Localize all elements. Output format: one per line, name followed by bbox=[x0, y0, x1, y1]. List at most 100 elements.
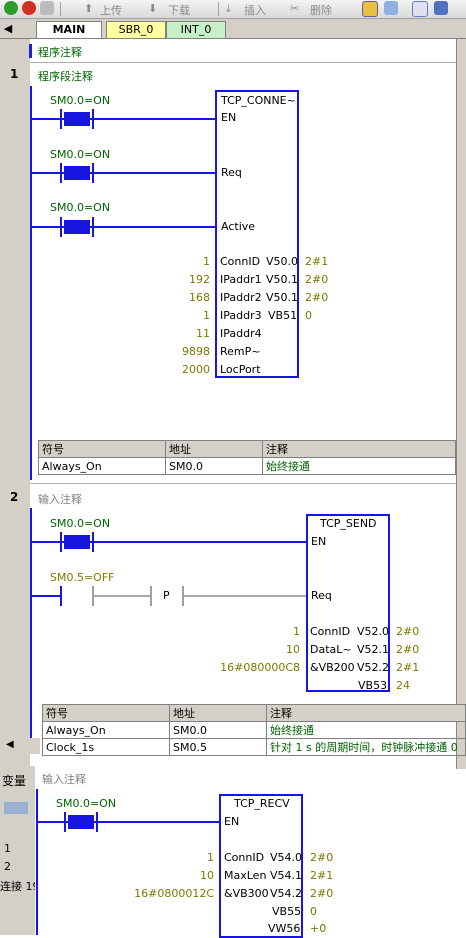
network-view-icon[interactable] bbox=[362, 1, 378, 17]
param-value[interactable]: 10 bbox=[286, 643, 300, 656]
main-toolbar: ⬆ 上传 ⬇ 下载 ⤓ 插入 ✂ 删除 bbox=[0, 0, 466, 19]
tcp-recv-block[interactable] bbox=[219, 794, 303, 938]
param-value[interactable]: 168 bbox=[189, 291, 210, 304]
tcp-connect-block[interactable] bbox=[215, 90, 299, 378]
address-cell: SM0.0 bbox=[169, 721, 267, 739]
tab-main[interactable]: MAIN bbox=[36, 21, 102, 38]
en-pin: EN bbox=[221, 111, 237, 124]
upload-arrow-icon[interactable]: ⬆ bbox=[84, 2, 94, 15]
upload-button[interactable]: 上传 bbox=[100, 4, 122, 17]
panel-row[interactable]: 1 bbox=[4, 842, 11, 855]
req-pin: Req bbox=[221, 166, 242, 179]
power-rail bbox=[36, 789, 38, 935]
param-value[interactable]: 192 bbox=[189, 273, 210, 286]
param-value[interactable]: 16#0800012C bbox=[134, 887, 214, 900]
param-value[interactable]: 0 bbox=[305, 309, 312, 322]
tab-int0[interactable]: INT_0 bbox=[166, 21, 226, 38]
param-pin: VB51 bbox=[268, 309, 298, 322]
divider bbox=[30, 483, 456, 484]
en-pin: EN bbox=[311, 535, 327, 548]
req-pin: Req bbox=[311, 589, 332, 602]
param-pin: V50.1 bbox=[266, 291, 299, 304]
param-value[interactable]: 2#1 bbox=[396, 661, 420, 674]
param-value[interactable]: +0 bbox=[310, 922, 327, 935]
insert-icon[interactable]: ⤓ bbox=[226, 2, 231, 15]
param-pin: ConnID bbox=[224, 851, 265, 864]
contact[interactable] bbox=[64, 812, 98, 832]
param-value[interactable]: 2#0 bbox=[305, 291, 329, 304]
program-comment-bar bbox=[29, 44, 32, 58]
param-value[interactable]: 2#0 bbox=[310, 887, 334, 900]
network-comment: 输入注释 bbox=[42, 773, 86, 786]
param-pin: V54.1 bbox=[270, 869, 303, 882]
download-button[interactable]: 下载 bbox=[168, 4, 190, 17]
param-value[interactable]: 10 bbox=[200, 869, 214, 882]
param-value[interactable]: 9898 bbox=[182, 345, 210, 358]
tab-scroll-left[interactable]: ◀ bbox=[3, 22, 13, 35]
table-row[interactable]: Always_On SM0.0 始终接通 bbox=[42, 721, 466, 739]
stop-icon[interactable] bbox=[22, 1, 36, 15]
param-pin: IPaddr2 bbox=[220, 291, 262, 304]
window-icon[interactable] bbox=[412, 1, 428, 17]
block-title: TCP_RECV bbox=[234, 797, 290, 810]
param-pin: IPaddr4 bbox=[220, 327, 262, 340]
param-value[interactable]: 1 bbox=[203, 309, 210, 322]
insert-button[interactable]: 插入 bbox=[244, 4, 266, 17]
tcp-send-block[interactable] bbox=[306, 514, 390, 692]
wire bbox=[36, 821, 220, 823]
contact[interactable] bbox=[60, 586, 94, 606]
address-cell: SM0.0 bbox=[165, 457, 263, 475]
panel-row[interactable]: 2 bbox=[4, 860, 11, 873]
param-value[interactable]: 2#0 bbox=[396, 643, 420, 656]
param-value[interactable]: 1 bbox=[207, 851, 214, 864]
run-icon[interactable] bbox=[4, 1, 18, 15]
wire bbox=[30, 541, 306, 543]
table-row[interactable]: Clock_1s SM0.5 针对 1 s 的周期时间，时钟脉冲接通 0 bbox=[42, 738, 466, 756]
download-arrow-icon[interactable]: ⬇ bbox=[148, 2, 158, 15]
wire bbox=[184, 595, 306, 597]
wire bbox=[30, 226, 216, 228]
block-title: TCP_SEND bbox=[320, 517, 377, 530]
edit-icon[interactable] bbox=[40, 1, 54, 15]
table-header: 符号 bbox=[42, 704, 170, 722]
param-value[interactable]: 0 bbox=[310, 905, 317, 918]
grid-icon[interactable] bbox=[384, 1, 398, 15]
table-row[interactable]: Always_On SM0.0 始终接通 bbox=[38, 457, 456, 475]
scroll-left-icon[interactable]: ◀ bbox=[6, 739, 14, 750]
contact[interactable] bbox=[60, 217, 94, 237]
param-value[interactable]: 1 bbox=[293, 625, 300, 638]
symbol-cell: Clock_1s bbox=[42, 738, 170, 756]
delete-icon[interactable]: ✂ bbox=[290, 2, 300, 15]
symbol-table: 符号 地址 注释 Always_On SM0.0 始终接通 Clock_1s S… bbox=[42, 704, 466, 756]
param-value[interactable]: 2#1 bbox=[310, 869, 334, 882]
contact[interactable] bbox=[60, 163, 94, 183]
param-value[interactable]: 2#0 bbox=[396, 625, 420, 638]
param-value[interactable]: 2#1 bbox=[305, 255, 329, 268]
contact[interactable] bbox=[60, 109, 94, 129]
param-value[interactable]: 24 bbox=[396, 679, 410, 692]
positive-transition-contact[interactable] bbox=[150, 586, 184, 606]
wire bbox=[30, 118, 216, 120]
en-pin: EN bbox=[224, 815, 240, 828]
param-pin: VB53 bbox=[358, 679, 388, 692]
param-pin: RemP~ bbox=[220, 345, 261, 358]
param-pin: DataL~ bbox=[310, 643, 352, 656]
delete-button[interactable]: 删除 bbox=[310, 4, 332, 17]
param-value[interactable]: 11 bbox=[196, 327, 210, 340]
contact-label: SM0.5=OFF bbox=[50, 571, 115, 584]
bookmark-icon[interactable] bbox=[434, 1, 448, 15]
contact-label: SM0.0=ON bbox=[50, 94, 111, 107]
param-value[interactable]: 2000 bbox=[182, 363, 210, 376]
param-value[interactable]: 1 bbox=[203, 255, 210, 268]
tab-sbr0[interactable]: SBR_0 bbox=[106, 21, 166, 38]
param-value[interactable]: 16#080000C8 bbox=[220, 661, 300, 674]
param-value[interactable]: 2#0 bbox=[305, 273, 329, 286]
param-pin: &VB300 bbox=[224, 887, 269, 900]
param-value[interactable]: 2#0 bbox=[310, 851, 334, 864]
horizontal-scrollbar[interactable]: ◀ bbox=[0, 738, 40, 754]
network-comment: 输入注释 bbox=[38, 493, 82, 506]
contact[interactable] bbox=[60, 532, 94, 552]
contact-label: SM0.0=ON bbox=[56, 797, 117, 810]
panel-toolbar-icon[interactable] bbox=[4, 802, 28, 814]
table-header: 地址 bbox=[169, 704, 267, 722]
